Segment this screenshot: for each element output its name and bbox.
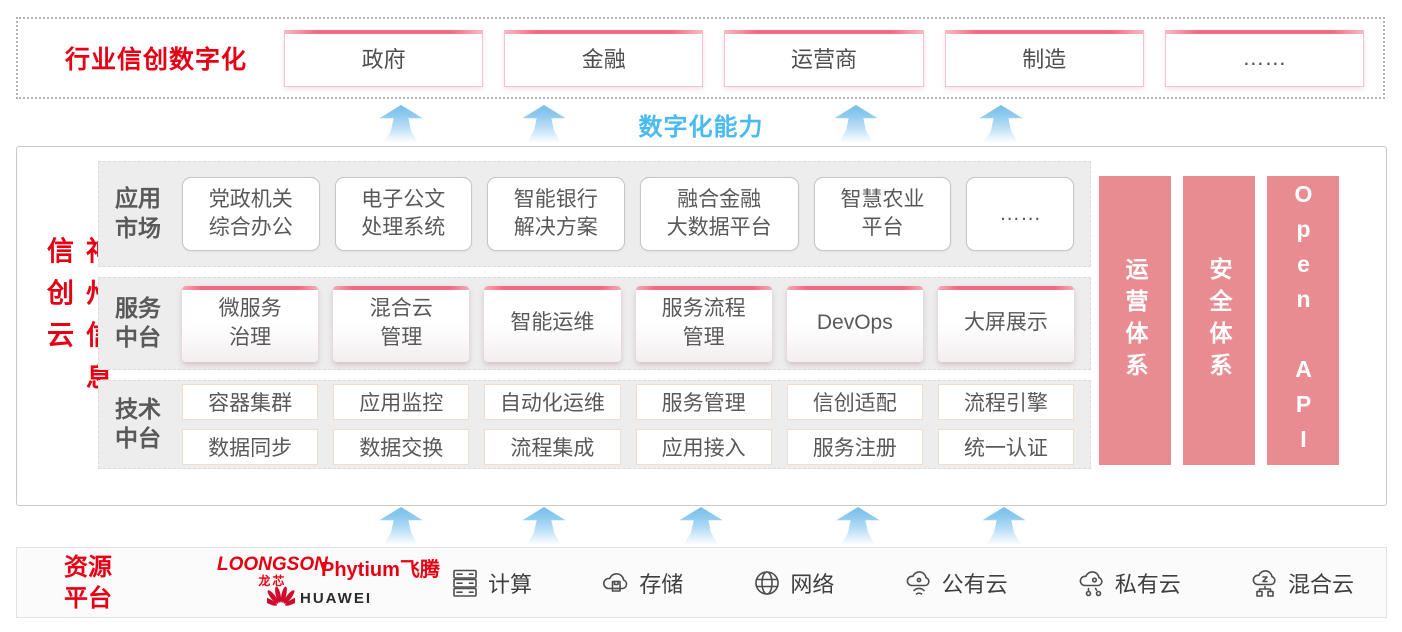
tech-row-label: 技术 中台 xyxy=(115,395,161,452)
up-arrow-icon xyxy=(836,507,880,545)
industry-item-more: …… xyxy=(1164,30,1365,87)
private-cloud-icon xyxy=(1079,570,1103,596)
service-items: 微服务 治理 混合云 管理 智能运维 服务流程 管理 DevOps 大屏展示 xyxy=(182,278,1075,369)
huawei-flower-icon xyxy=(267,586,295,606)
app-item: 电子公文 处理系统 xyxy=(334,177,473,251)
app-market-row: 应用 市场 党政机关 综合办公 电子公文 处理系统 智能银行 解决方案 融合金融… xyxy=(98,161,1091,267)
service-middle-platform-row: 服务 中台 微服务 治理 混合云 管理 智能运维 服务流程 管理 DevOps … xyxy=(98,277,1091,370)
app-item: 智能银行 解决方案 xyxy=(487,177,625,251)
tech-item: 服务注册 xyxy=(786,429,923,465)
app-market-row-label: 应用 市场 xyxy=(115,185,161,241)
cloud-platform-panel: 神州信息信创云 应用 市场 党政机关 综合办公 电子公文 处理系统 智能银行 解… xyxy=(16,146,1387,506)
tech-item: 应用监控 xyxy=(333,384,470,420)
industry-item-operator: 运营商 xyxy=(724,30,924,87)
resource-item-hybrid-cloud: 混合云 xyxy=(1249,567,1354,599)
network-globe-icon xyxy=(755,570,780,595)
pillar-open-api: Open API xyxy=(1267,176,1339,465)
app-item-more: …… xyxy=(966,177,1074,251)
industry-items: 政府 金融 运营商 制造 …… xyxy=(284,30,1365,87)
resource-item-network: 网络 xyxy=(751,567,834,599)
loongson-wordmark: LOONGSON xyxy=(217,554,328,575)
tech-item: 信创适配 xyxy=(786,384,923,420)
tech-middle-platform-row: 技术 中台 容器集群 应用监控 自动化运维 服务管理 信创适配 流程引擎 数据同… xyxy=(98,380,1091,469)
huawei-wordmark: HUAWEI xyxy=(300,590,372,607)
tech-item: 流程集成 xyxy=(484,429,621,465)
resource-label: 公有云 xyxy=(941,571,1008,597)
public-cloud-icon xyxy=(906,570,930,595)
service-item: 混合云 管理 xyxy=(333,285,470,362)
up-arrow-icon xyxy=(982,507,1026,545)
up-arrow-icon xyxy=(379,507,423,545)
industry-item-manufacturing: 制造 xyxy=(944,30,1145,87)
tech-item: 数据同步 xyxy=(182,429,319,465)
app-market-items: 党政机关 综合办公 电子公文 处理系统 智能银行 解决方案 融合金融 大数据平台… xyxy=(182,162,1074,266)
service-item: 智能运维 xyxy=(484,285,621,362)
resource-item-storage: 存储 xyxy=(600,567,683,599)
tech-items-bottom-row: 数据同步 数据交换 流程集成 应用接入 服务注册 统一认证 xyxy=(182,429,1075,465)
service-item: 服务流程 管理 xyxy=(635,285,772,362)
resource-item-public-cloud: 公有云 xyxy=(903,567,1008,599)
platform-title-vertical: 神州信息信创云 xyxy=(43,236,112,405)
resource-platform-label: 资源 平台 xyxy=(64,553,112,612)
tech-item: 自动化运维 xyxy=(484,384,621,420)
storage-cloud-icon xyxy=(603,572,628,592)
resource-label: 计算 xyxy=(488,571,533,597)
tech-items: 容器集群 应用监控 自动化运维 服务管理 信创适配 流程引擎 数据同步 数据交换… xyxy=(182,381,1075,468)
digital-capability-label: 数字化能力 xyxy=(638,114,764,141)
resource-label: 网络 xyxy=(790,571,835,597)
hybrid-cloud-icon xyxy=(1252,569,1276,597)
phytium-logo: Phytium飞腾 xyxy=(321,559,440,581)
tech-item: 流程引擎 xyxy=(937,384,1075,420)
loongson-cn-label: 龙芯 xyxy=(258,574,287,588)
service-row-label: 服务 中台 xyxy=(115,294,161,351)
compute-server-icon xyxy=(453,569,477,597)
tech-item: 容器集群 xyxy=(182,384,319,420)
loongson-logo: LOONGSON 龙芯 xyxy=(217,555,328,587)
resource-items: 计算 存储 网络 xyxy=(449,548,1354,617)
industry-item-finance: 金融 xyxy=(504,30,704,87)
up-arrow-icon xyxy=(679,507,723,545)
service-item: DevOps xyxy=(786,285,924,362)
service-item: 微服务 治理 xyxy=(182,285,319,362)
app-item: 融合金融 大数据平台 xyxy=(639,177,799,251)
resource-label: 存储 xyxy=(639,571,684,597)
industry-band: 行业信创数字化 政府 金融 运营商 制造 …… xyxy=(16,17,1385,99)
tech-item: 服务管理 xyxy=(635,384,772,420)
resource-label: 私有云 xyxy=(1114,571,1181,597)
pillar-security-system: 安全体系 xyxy=(1183,176,1255,465)
resource-label: 混合云 xyxy=(1287,571,1354,597)
resource-item-compute: 计算 xyxy=(449,567,532,599)
tech-item: 统一认证 xyxy=(937,429,1075,465)
tech-item: 数据交换 xyxy=(333,429,470,465)
pillar-operations-system: 运营体系 xyxy=(1099,176,1171,465)
up-arrow-icon xyxy=(522,507,566,545)
resource-item-private-cloud: 私有云 xyxy=(1076,567,1181,599)
industry-item-government: 政府 xyxy=(284,30,484,87)
industry-band-title: 行业信创数字化 xyxy=(65,46,248,74)
service-item: 大屏展示 xyxy=(937,285,1075,362)
app-item: 党政机关 综合办公 xyxy=(182,177,320,251)
app-item: 智慧农业 平台 xyxy=(813,177,952,251)
tech-item: 应用接入 xyxy=(635,429,772,465)
tech-items-top-row: 容器集群 应用监控 自动化运维 服务管理 信创适配 流程引擎 xyxy=(182,384,1075,420)
resource-platform-band: 资源 平台 LOONGSON 龙芯 Phytium飞腾 HUAWEI xyxy=(16,547,1387,618)
huawei-logo: HUAWEI xyxy=(267,585,372,609)
